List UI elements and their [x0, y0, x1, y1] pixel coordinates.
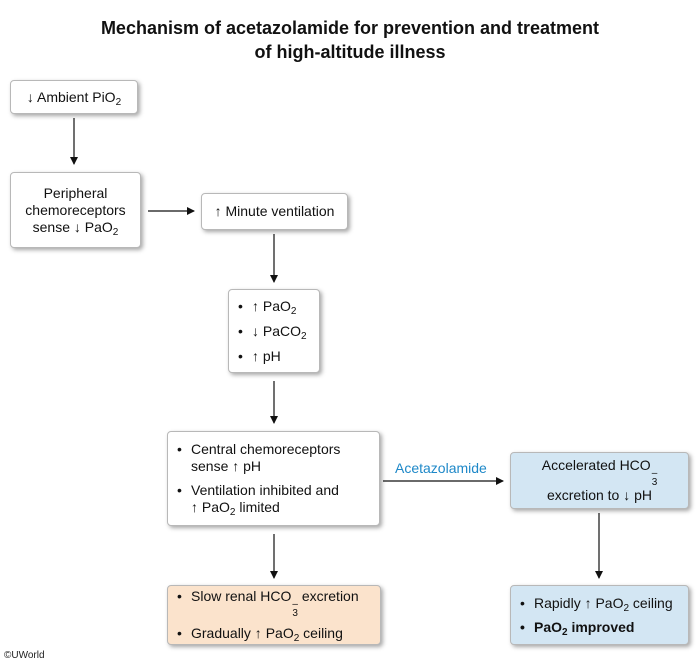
rapid-item-1-text: Rapidly ↑ PaO: [534, 594, 624, 611]
gas-item-ph: • ↑ pH: [238, 348, 319, 365]
rapid-item-2-sub: 2: [562, 626, 568, 638]
rapid-item-1: • Rapidly ↑ PaO2 ceiling: [520, 594, 688, 614]
title-line-2: of high-altitude illness: [254, 42, 446, 62]
peripheral-line-3-text: sense ↓ PaO: [32, 218, 113, 235]
accelerated-line-1-text: Accelerated HCO: [541, 457, 651, 473]
bullet: •: [177, 588, 182, 604]
bullet: •: [238, 297, 243, 314]
gas-item-pao2: • ↑ PaO2: [238, 297, 319, 317]
accelerated-line-1-sup: –: [651, 468, 658, 479]
central-item-2-line-2-sub: 2: [229, 507, 236, 518]
accelerated-line-1-sub: 3: [651, 477, 658, 488]
gas-item-3-text: ↑ pH: [252, 347, 281, 364]
bullet: •: [238, 322, 243, 339]
accelerated-line-2: excretion to ↓ pH: [546, 487, 653, 503]
rapid-item-2-suffix: improved: [567, 618, 635, 635]
bullet: •: [238, 347, 243, 364]
peripheral-line-1: Peripheral: [43, 184, 108, 201]
bullet: •: [177, 441, 182, 457]
central-item-1-line-2: sense ↑ pH: [191, 458, 262, 474]
node-slow-renal-excretion: • Slow renal HCO–3 excretion • Gradually ↑…: [167, 585, 381, 645]
acetazolamide-label: Acetazolamide: [395, 460, 487, 476]
gas-item-paco2: • ↓ PaCO2: [238, 322, 319, 342]
central-item-2-line-2-suffix: limited: [235, 499, 280, 515]
node-peripheral-chemoreceptors: Peripheral chemoreceptors sense ↓ PaO2: [10, 172, 141, 248]
slow-item-2-suffix: ceiling: [299, 625, 343, 641]
node-gas-changes: •↑ PaO2 •↓ PaCO2 •↑ pH: [228, 289, 320, 373]
central-item-2-line-1: Ventilation inhibited and: [191, 482, 339, 498]
bullet: •: [177, 625, 182, 641]
ambient-sub: 2: [115, 96, 122, 108]
node-ambient-text: ↓ Ambient PiO2: [26, 88, 122, 108]
node-ambient-pio2: ↓ Ambient PiO2: [10, 80, 138, 114]
gas-item-2-text: ↓ PaCO: [252, 322, 302, 339]
copyright-text: ©UWorld: [4, 650, 45, 661]
slow-item-1-text: Slow renal HCO: [191, 588, 292, 604]
slow-item-1: • Slow renal HCO–3 excretion: [177, 588, 380, 619]
rapid-item-1-sub: 2: [623, 602, 630, 614]
peripheral-line-3: sense ↓ PaO2: [25, 218, 125, 238]
slow-item-1-sup: –: [292, 599, 298, 610]
minute-ventilation-text: ↑ Minute ventilation: [214, 203, 335, 219]
rapid-item-2: • PaO2 improved: [520, 618, 688, 638]
bullet: •: [520, 618, 525, 635]
slow-item-2-text: Gradually ↑ PaO: [191, 625, 294, 641]
title-line-1: Mechanism of acetazolamide for preventio…: [100, 18, 600, 38]
slow-item-2-sub: 2: [293, 633, 300, 644]
central-item-2-line-2-text: ↑ PaO: [191, 499, 230, 515]
slow-item-1-sub: 3: [292, 608, 298, 619]
peripheral-line-2: chemoreceptors: [25, 201, 126, 218]
ambient-label: ↓ Ambient PiO: [26, 88, 116, 105]
bullet: •: [520, 594, 525, 611]
accelerated-line-1: Accelerated HCO–3: [541, 457, 658, 488]
central-item-1-line-1: Central chemoreceptors: [191, 441, 341, 457]
bullet: •: [177, 482, 182, 498]
peripheral-line-3-sub: 2: [112, 226, 119, 238]
diagram-title: Mechanism of acetazolamide for preventio…: [0, 16, 700, 64]
slow-item-2: • Gradually ↑ PaO2 ceiling: [177, 625, 380, 644]
node-pao2-improved: •Rapidly ↑ PaO2 ceiling •PaO2 improved: [510, 585, 689, 645]
slow-item-1-suffix: excretion: [297, 588, 359, 604]
rapid-item-2-text: PaO: [534, 618, 563, 635]
node-accelerated-hco3-excretion: Accelerated HCO–3 excretion to ↓ pH: [510, 452, 689, 509]
gas-item-2-sub: 2: [301, 330, 307, 342]
central-item-2: • Ventilation inhibited and↑ PaO2 limited: [177, 482, 379, 518]
rapid-item-1-suffix: ceiling: [629, 594, 673, 611]
gas-item-1-sub: 2: [290, 305, 297, 317]
node-minute-ventilation: ↑ Minute ventilation: [201, 193, 348, 230]
gas-item-1-text: ↑ PaO: [252, 297, 291, 314]
